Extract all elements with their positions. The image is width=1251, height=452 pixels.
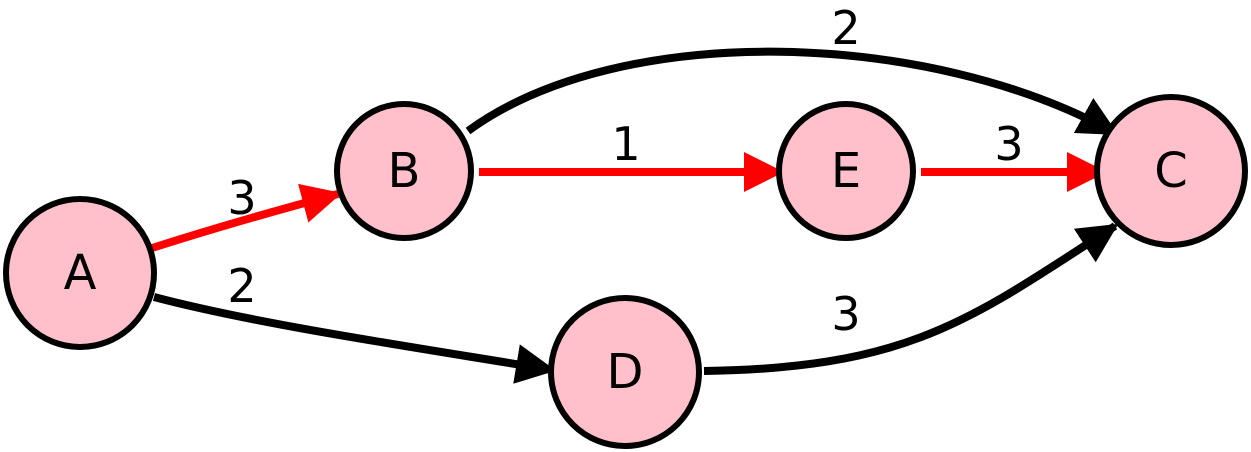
edge-labels: 3 2 1 2 3 3 bbox=[227, 1, 1023, 341]
edge-label-a-d: 2 bbox=[227, 259, 256, 313]
node-c: C bbox=[1094, 94, 1248, 248]
edge-label-e-c: 3 bbox=[994, 117, 1023, 171]
node-c-label: C bbox=[1154, 143, 1188, 199]
node-b: B bbox=[334, 101, 474, 241]
edge-label-a-b: 3 bbox=[227, 171, 256, 225]
edges bbox=[150, 47, 1119, 384]
edge-label-b-e: 1 bbox=[611, 117, 640, 171]
edge-a-b bbox=[150, 183, 342, 252]
node-d-label: D bbox=[607, 344, 644, 400]
node-c-circle bbox=[1094, 94, 1248, 248]
node-d: D bbox=[548, 295, 702, 449]
edge-b-c bbox=[465, 47, 1119, 137]
node-e-label: E bbox=[831, 143, 861, 199]
edge-d-c bbox=[703, 222, 1119, 375]
node-b-label: B bbox=[388, 143, 421, 199]
edge-label-b-c: 2 bbox=[831, 1, 860, 55]
node-d-circle bbox=[548, 295, 702, 449]
node-a-circle bbox=[3, 196, 157, 350]
node-a: A bbox=[3, 196, 157, 350]
node-a-label: A bbox=[64, 245, 97, 301]
node-b-circle bbox=[334, 101, 474, 241]
edge-a-d bbox=[152, 293, 556, 384]
edge-label-d-c: 3 bbox=[831, 287, 860, 341]
node-e-circle bbox=[776, 101, 916, 241]
node-e: E bbox=[776, 101, 916, 241]
